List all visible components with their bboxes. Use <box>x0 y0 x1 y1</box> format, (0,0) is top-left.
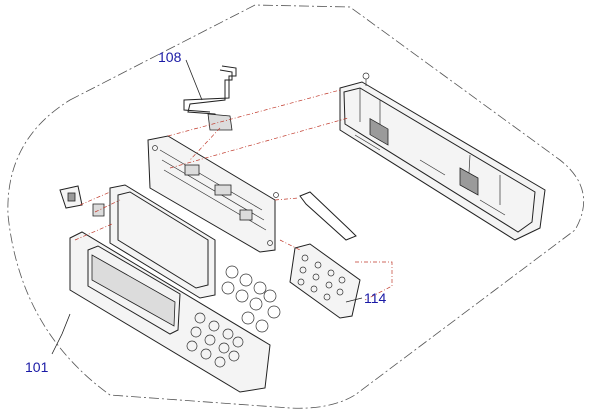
assembly-guide-lines <box>74 89 393 301</box>
button-cluster-part <box>221 265 281 333</box>
callout-108: 108 <box>158 49 182 65</box>
callout-114: 114 <box>364 290 387 306</box>
keypad-flex-cable <box>299 191 357 241</box>
rear-cover-part <box>339 72 546 241</box>
small-bracket-part <box>59 185 105 217</box>
front-panel-101 <box>69 231 271 393</box>
assembly-boundary <box>7 4 585 409</box>
leader-line-114 <box>345 297 363 303</box>
leader-line-108 <box>185 59 203 101</box>
flex-cable-108 <box>183 65 237 131</box>
keypad-board-114 <box>289 243 361 319</box>
callout-101: 101 <box>25 359 49 375</box>
lcd-frame-part <box>109 184 216 299</box>
leader-line-101 <box>51 313 71 355</box>
